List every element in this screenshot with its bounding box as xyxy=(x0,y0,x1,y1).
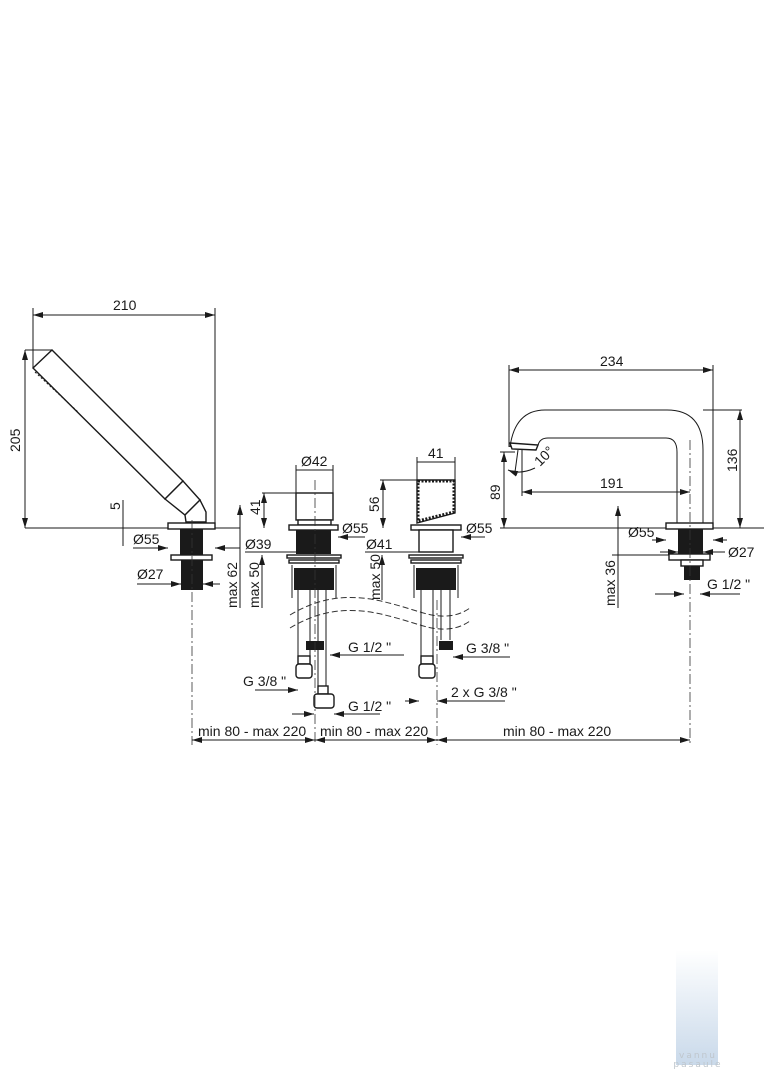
diverter-height-label: 56 xyxy=(366,496,382,512)
spout-thread-dia-label: Ø27 xyxy=(728,544,755,560)
spout-outlet-height-label: 89 xyxy=(487,484,503,500)
spout-height-label: 136 xyxy=(724,448,740,472)
mixer-height-label: 41 xyxy=(247,499,263,515)
spout-width-label: 234 xyxy=(600,353,624,369)
mixer-valve: Ø42 41 Ø55 Ø39 max 50 G 1/2 " G 3/8 " G … xyxy=(243,453,404,745)
shower-max-depth-label: max 62 xyxy=(224,562,240,608)
diverter-valve: 41 56 Ø55 Ø41 max 50 G 3/8 " 2 x G 3/8 " xyxy=(365,445,517,745)
mixer-inlet-hot-label: G 1/2 " xyxy=(348,639,391,655)
shower-offset-label: 5 xyxy=(107,502,123,510)
shower-width-label: 210 xyxy=(113,297,137,313)
break-line xyxy=(289,596,471,617)
mixer-top-dia-label: Ø42 xyxy=(301,453,328,469)
break-line xyxy=(289,609,471,630)
mixer-max-depth-label: max 50 xyxy=(246,562,262,608)
spout-reach-label: 191 xyxy=(600,475,624,491)
diverter-flange-dia-label: Ø55 xyxy=(466,520,493,536)
mixer-flange-dia-label: Ø55 xyxy=(342,520,369,536)
spout-max-depth-label: max 36 xyxy=(602,560,618,606)
shower-flange-dia-label: Ø55 xyxy=(133,531,160,547)
spout-thread-label: G 1/2 " xyxy=(707,576,750,592)
spout-flange-dia-label: Ø55 xyxy=(628,524,655,540)
spacing-label-2: min 80 - max 220 xyxy=(320,723,428,739)
diverter-outlet-label: G 3/8 " xyxy=(466,640,509,656)
mixer-inlet-bottom-label: G 1/2 " xyxy=(348,698,391,714)
watermark-logo xyxy=(676,950,718,1065)
hand-shower: 210 205 5 Ø55 Ø27 max 62 xyxy=(7,297,243,745)
mixer-outlet-label: G 3/8 " xyxy=(243,673,286,689)
spacing-dimensions: min 80 - max 220 min 80 - max 220 min 80… xyxy=(192,723,690,743)
diverter-max-depth-label: max 50 xyxy=(367,554,383,600)
spacing-label-3: min 80 - max 220 xyxy=(503,723,611,739)
shower-height-label: 205 xyxy=(7,428,23,452)
shower-thread-dia-label: Ø27 xyxy=(137,566,164,582)
diverter-width-label: 41 xyxy=(428,445,444,461)
diverter-inlets-label: 2 x G 3/8 " xyxy=(451,684,517,700)
spacing-label-1: min 80 - max 220 xyxy=(198,723,306,739)
mixer-body-dia-label: Ø39 xyxy=(245,536,272,552)
bath-spout: 234 136 89 191 10° Ø55 Ø27 max 36 G 1/2 … xyxy=(487,353,764,745)
diverter-body-dia-label: Ø41 xyxy=(366,536,393,552)
